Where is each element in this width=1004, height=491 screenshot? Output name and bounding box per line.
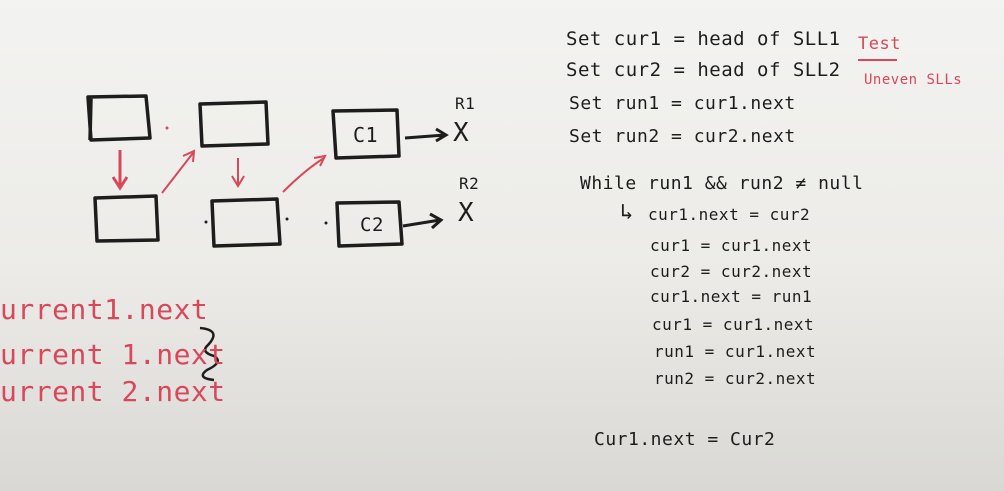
- loop-line-4: cur1.next = run1: [650, 287, 813, 306]
- node-box-bottom-1: [93, 194, 160, 243]
- left-note-1: urrent1.next: [0, 293, 209, 326]
- loop-line-3: cur2 = cur2.next: [650, 262, 813, 281]
- corner-note-subtitle: Uneven SLLs: [864, 72, 963, 88]
- brace: [199, 326, 219, 382]
- loop-arrow: ↳: [620, 200, 634, 225]
- red-arrow-diag-2: [282, 154, 327, 193]
- box-label-c2: C2: [360, 214, 384, 236]
- setup-line-4: Set run2 = cur2.next: [569, 126, 796, 147]
- node-box-c2: [335, 200, 404, 248]
- loop-line-7: run2 = cur2.next: [654, 369, 817, 388]
- label-r1: R1: [455, 94, 476, 113]
- null-mark-2: X: [458, 198, 475, 228]
- node-box-c1: [331, 108, 401, 160]
- final-line: Cur1.next = Cur2: [594, 429, 776, 450]
- node-box-top-1: [86, 94, 152, 142]
- node-box-bottom-2: [210, 197, 282, 248]
- arrow-c1-to-null: [404, 127, 449, 143]
- red-arrow-down-1: [111, 150, 129, 191]
- setup-line-2: Set cur2 = head of SLL2: [566, 59, 841, 81]
- arrow-c2-to-null: [402, 212, 444, 230]
- box-label-c1: C1: [353, 123, 379, 147]
- loop-line-6: run1 = cur1.next: [654, 342, 817, 361]
- setup-line-3: Set run1 = cur1.next: [569, 93, 796, 114]
- loop-header: While run1 && run2 ≠ null: [580, 173, 864, 194]
- loop-line-1: cur1.next = cur2: [648, 205, 811, 224]
- null-mark-1: X: [453, 118, 470, 148]
- loop-line-5: cur1 = cur1.next: [652, 315, 815, 334]
- node-box-top-2: [198, 100, 270, 148]
- loop-line-2: cur1 = cur1.next: [650, 236, 813, 255]
- corner-note-title: Test: [858, 34, 901, 54]
- setup-line-1: Set cur1 = head of SLL1: [566, 28, 841, 50]
- red-arrow-diag-1: [161, 149, 196, 194]
- left-note-3: urrent 2.next: [0, 375, 226, 408]
- left-note-2: urrent 1.next: [0, 338, 226, 371]
- red-arrow-down-2: [231, 158, 245, 188]
- label-r2: R2: [459, 174, 480, 193]
